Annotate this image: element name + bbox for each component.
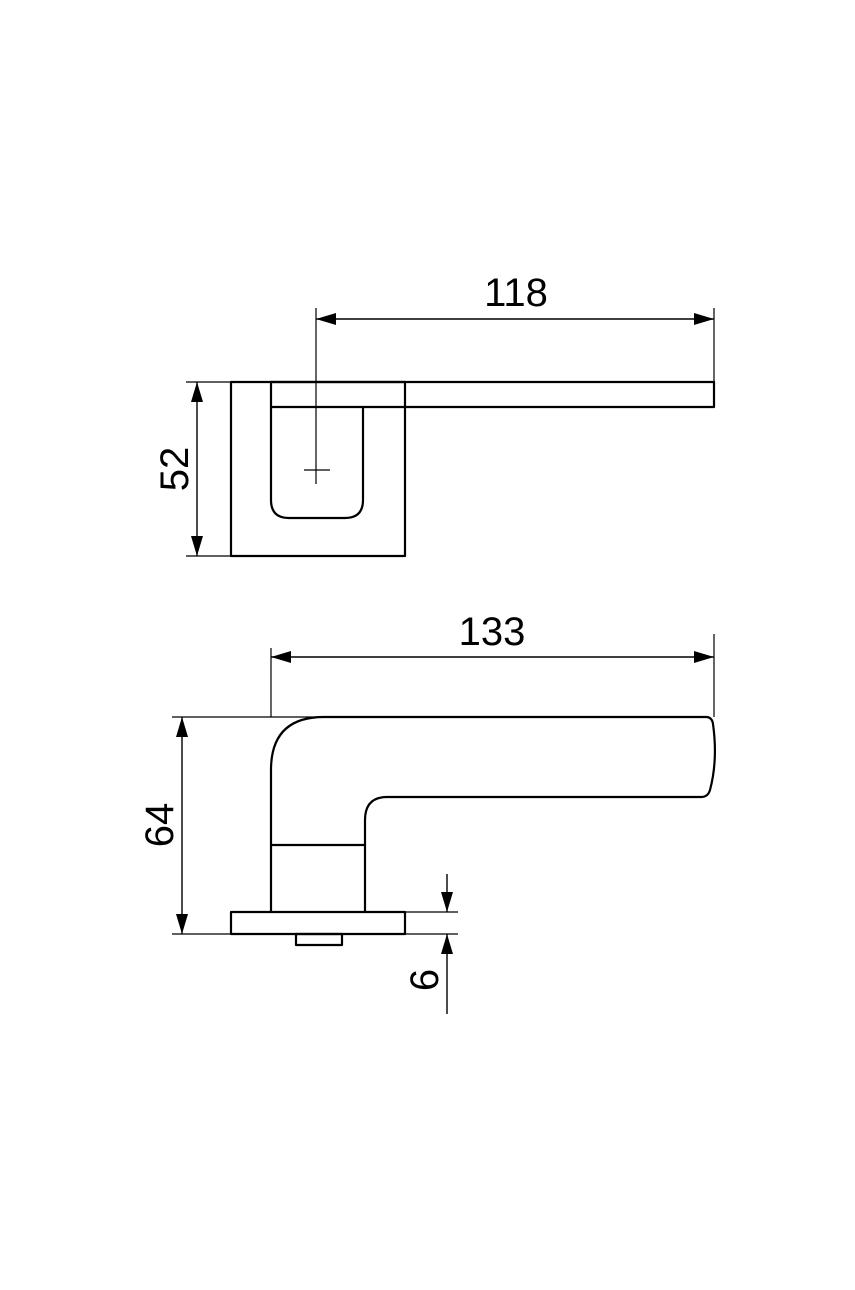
dim-118-arrow-right — [694, 313, 714, 325]
side-view-neck — [269, 843, 367, 914]
top-view: 118 52 — [153, 271, 716, 558]
dim-133-label: 133 — [459, 610, 526, 654]
side-view: 133 64 6 — [138, 610, 716, 1014]
side-view-lever — [269, 715, 716, 847]
dim-133-arrow-left — [271, 651, 291, 663]
dim-6-arrow-top — [441, 892, 453, 912]
dim-64-arrow-bottom — [176, 914, 188, 934]
dim-64-arrow-top — [176, 717, 188, 737]
dim-118-label: 118 — [484, 271, 548, 315]
dim-64-label: 64 — [138, 803, 182, 848]
dim-52-arrow-top — [191, 382, 203, 402]
top-view-neck — [269, 405, 365, 520]
dim-6-label: 6 — [403, 969, 447, 991]
side-view-rose — [229, 910, 407, 936]
top-view-lever-bar — [269, 380, 716, 409]
side-view-spindle — [294, 932, 344, 947]
dim-52-label: 52 — [153, 447, 197, 492]
dim-118-arrow-left — [316, 313, 336, 325]
dim-6-arrow-bottom — [441, 934, 453, 954]
dim-52-arrow-bottom — [191, 536, 203, 556]
dim-133-arrow-right — [694, 651, 714, 663]
